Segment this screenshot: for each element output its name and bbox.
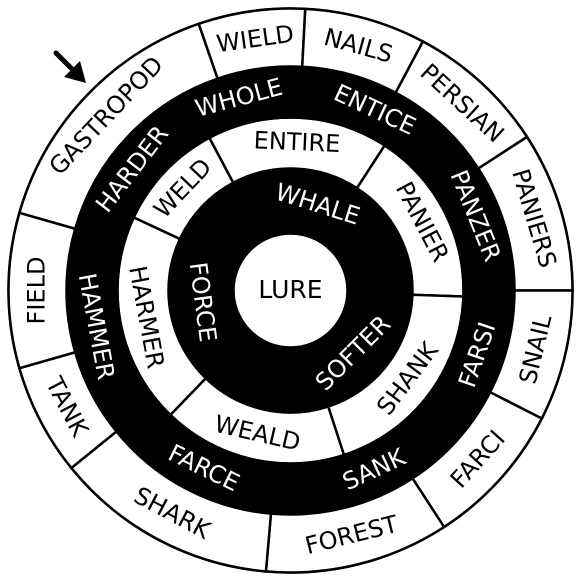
center-word: LURE	[258, 275, 322, 304]
center-circle	[232, 232, 349, 349]
arrow-down-right-icon	[53, 50, 86, 83]
word-label: ENTIRE	[253, 126, 341, 158]
rings-layer: WHALESOFTERFORCEENTIREPANIERSHANKWEALDHA…	[7, 7, 574, 574]
word-label: FIELD	[23, 257, 51, 325]
ring-cell	[17, 22, 220, 231]
center-hub: LURE	[232, 232, 349, 349]
